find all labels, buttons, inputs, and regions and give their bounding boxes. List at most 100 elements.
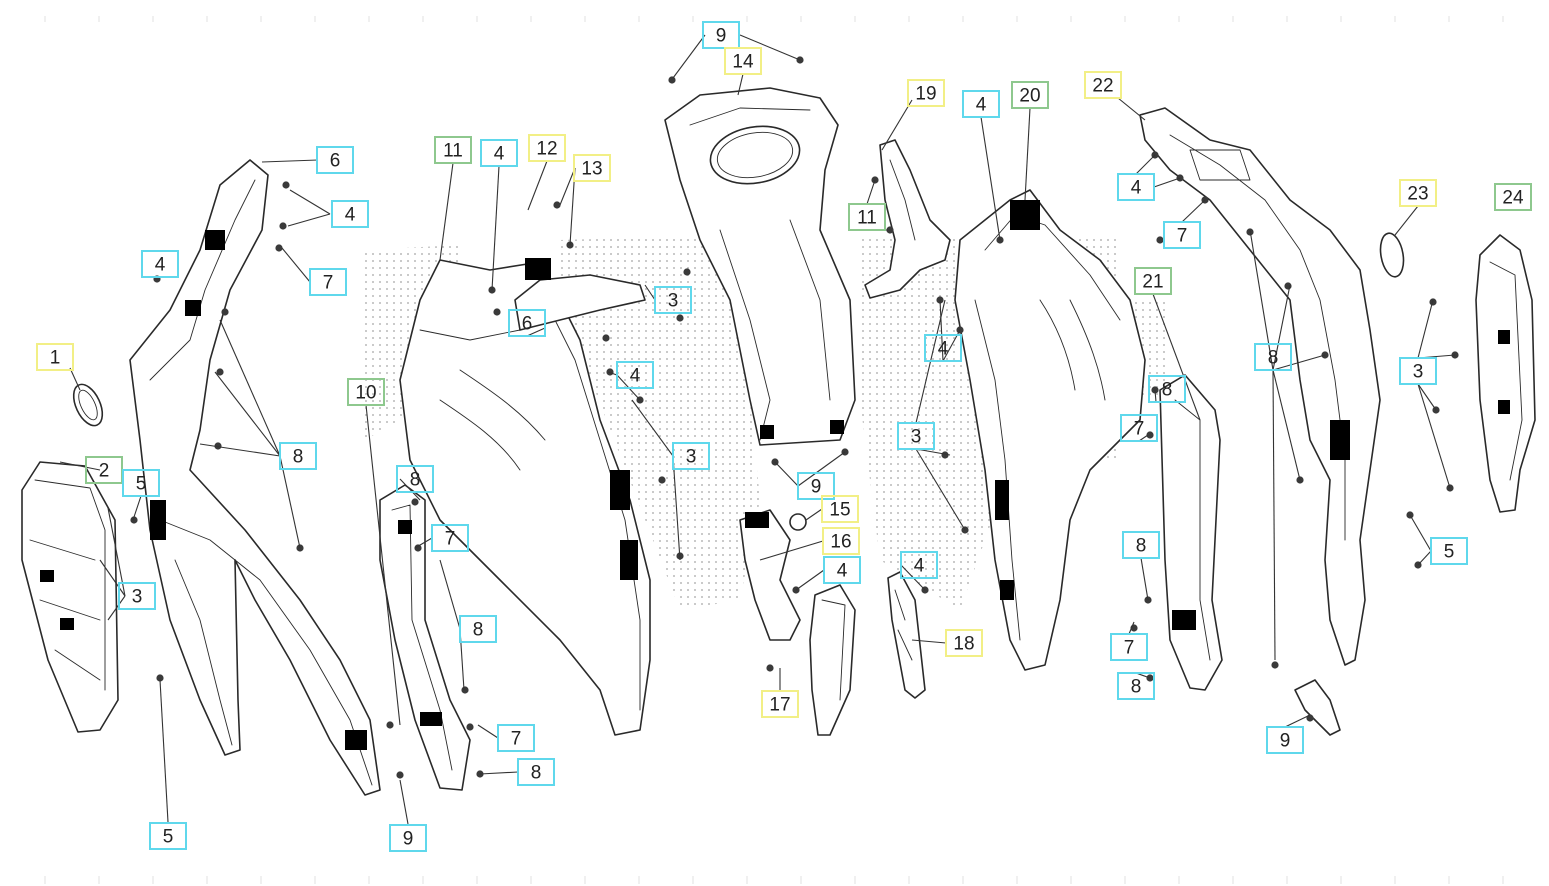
border-ticks xyxy=(44,16,1504,884)
leader-line xyxy=(281,247,311,283)
callout-box xyxy=(36,343,74,371)
callout-number: 3 xyxy=(1413,362,1424,383)
callout-box xyxy=(821,495,859,523)
screw-icon xyxy=(676,314,684,322)
callout-8: 8 xyxy=(396,465,434,493)
callout-number: 17 xyxy=(769,695,790,716)
callout-8: 8 xyxy=(1148,375,1186,403)
part-oval-lens xyxy=(1379,232,1405,278)
screw-icon xyxy=(279,222,287,230)
screw-icon xyxy=(668,76,676,84)
callout-box xyxy=(149,822,187,850)
leader-line xyxy=(1128,621,1135,635)
callout-number: 8 xyxy=(410,470,421,491)
screw-icon xyxy=(466,723,474,731)
callout-number: 3 xyxy=(668,291,679,312)
callout-8: 8 xyxy=(1254,343,1292,371)
callout-number: 8 xyxy=(293,447,304,468)
leader-line xyxy=(479,771,519,775)
part-left-small-cover xyxy=(21,461,119,733)
screw-icon xyxy=(275,244,283,252)
callout-12: 12 xyxy=(528,134,566,162)
leader-line xyxy=(1024,107,1031,201)
leader-line xyxy=(1117,97,1146,121)
callout-box xyxy=(1266,726,1304,754)
callout-number: 2 xyxy=(99,461,110,482)
callout-box xyxy=(1134,267,1172,295)
screw-icon xyxy=(156,674,164,682)
part-left-frame-panel xyxy=(129,159,381,796)
screw-icon xyxy=(602,334,610,342)
callout-22: 22 xyxy=(1084,71,1122,99)
leader-line xyxy=(365,404,401,726)
callout-4: 4 xyxy=(616,361,654,389)
callout-box xyxy=(823,556,861,584)
callout-15: 15 xyxy=(821,495,859,523)
callout-number: 4 xyxy=(1131,178,1142,199)
callout-number: 19 xyxy=(915,84,936,105)
leader-line xyxy=(737,73,744,96)
callout-box xyxy=(672,442,710,470)
leader-line xyxy=(477,724,499,739)
callout-box xyxy=(724,47,762,75)
callout-number: 22 xyxy=(1092,76,1113,97)
leader-line xyxy=(672,455,681,561)
leader-line xyxy=(631,399,674,457)
callout-4: 4 xyxy=(962,90,1000,118)
callout-box xyxy=(1254,343,1292,371)
leader-line xyxy=(214,371,281,457)
leader-line xyxy=(526,327,546,337)
leader-line xyxy=(739,34,801,61)
leader-line xyxy=(866,179,876,205)
callout-box xyxy=(309,268,347,296)
leader-line xyxy=(774,461,799,487)
screw-icon xyxy=(216,368,224,376)
screw-icon xyxy=(414,544,422,552)
callout-4: 4 xyxy=(900,551,938,579)
leader-line xyxy=(1272,284,1291,371)
callout-5: 5 xyxy=(149,822,187,850)
callout-8: 8 xyxy=(459,615,497,643)
callout-4: 4 xyxy=(823,556,861,584)
leader-line xyxy=(644,284,656,301)
part-right-small-cover xyxy=(1475,234,1536,513)
callout-number: 4 xyxy=(976,95,987,116)
callout-number: 24 xyxy=(1502,188,1524,209)
leader-line xyxy=(414,537,433,549)
callout-number: 11 xyxy=(443,141,463,162)
callout-8: 8 xyxy=(1122,531,1160,559)
leader-line xyxy=(1272,369,1276,661)
callout-8: 8 xyxy=(517,758,555,786)
part-center-vertical-bracket xyxy=(809,584,856,736)
fastener-hardware xyxy=(130,56,1459,779)
screw-icon xyxy=(396,771,404,779)
leader-line xyxy=(1417,299,1434,359)
callout-number: 4 xyxy=(155,255,166,276)
callout-number: 3 xyxy=(132,587,143,608)
leader-line xyxy=(1152,293,1201,421)
callout-11: 11 xyxy=(434,136,472,164)
screw-icon xyxy=(221,308,229,316)
callout-number: 4 xyxy=(630,366,641,387)
screw-icon xyxy=(1271,661,1279,669)
callout-number: 7 xyxy=(511,729,522,750)
callout-21: 21 xyxy=(1134,267,1172,295)
leader-line xyxy=(559,167,576,206)
callout-box xyxy=(822,527,860,555)
callout-6: 6 xyxy=(316,146,354,174)
leader-line xyxy=(439,559,461,630)
callout-box xyxy=(431,524,469,552)
callout-box xyxy=(962,90,1000,118)
screw-icon xyxy=(1284,282,1292,290)
leader-line xyxy=(1417,383,1437,411)
leader-line xyxy=(1417,383,1451,489)
callout-number: 1 xyxy=(50,348,61,369)
leader-line xyxy=(491,165,500,291)
screw-icon xyxy=(461,686,469,694)
callout-20: 20 xyxy=(1011,81,1049,109)
leader-line xyxy=(1153,177,1181,188)
callout-number: 12 xyxy=(536,139,557,160)
callout-7: 7 xyxy=(1120,414,1158,442)
screw-icon xyxy=(1146,431,1154,439)
